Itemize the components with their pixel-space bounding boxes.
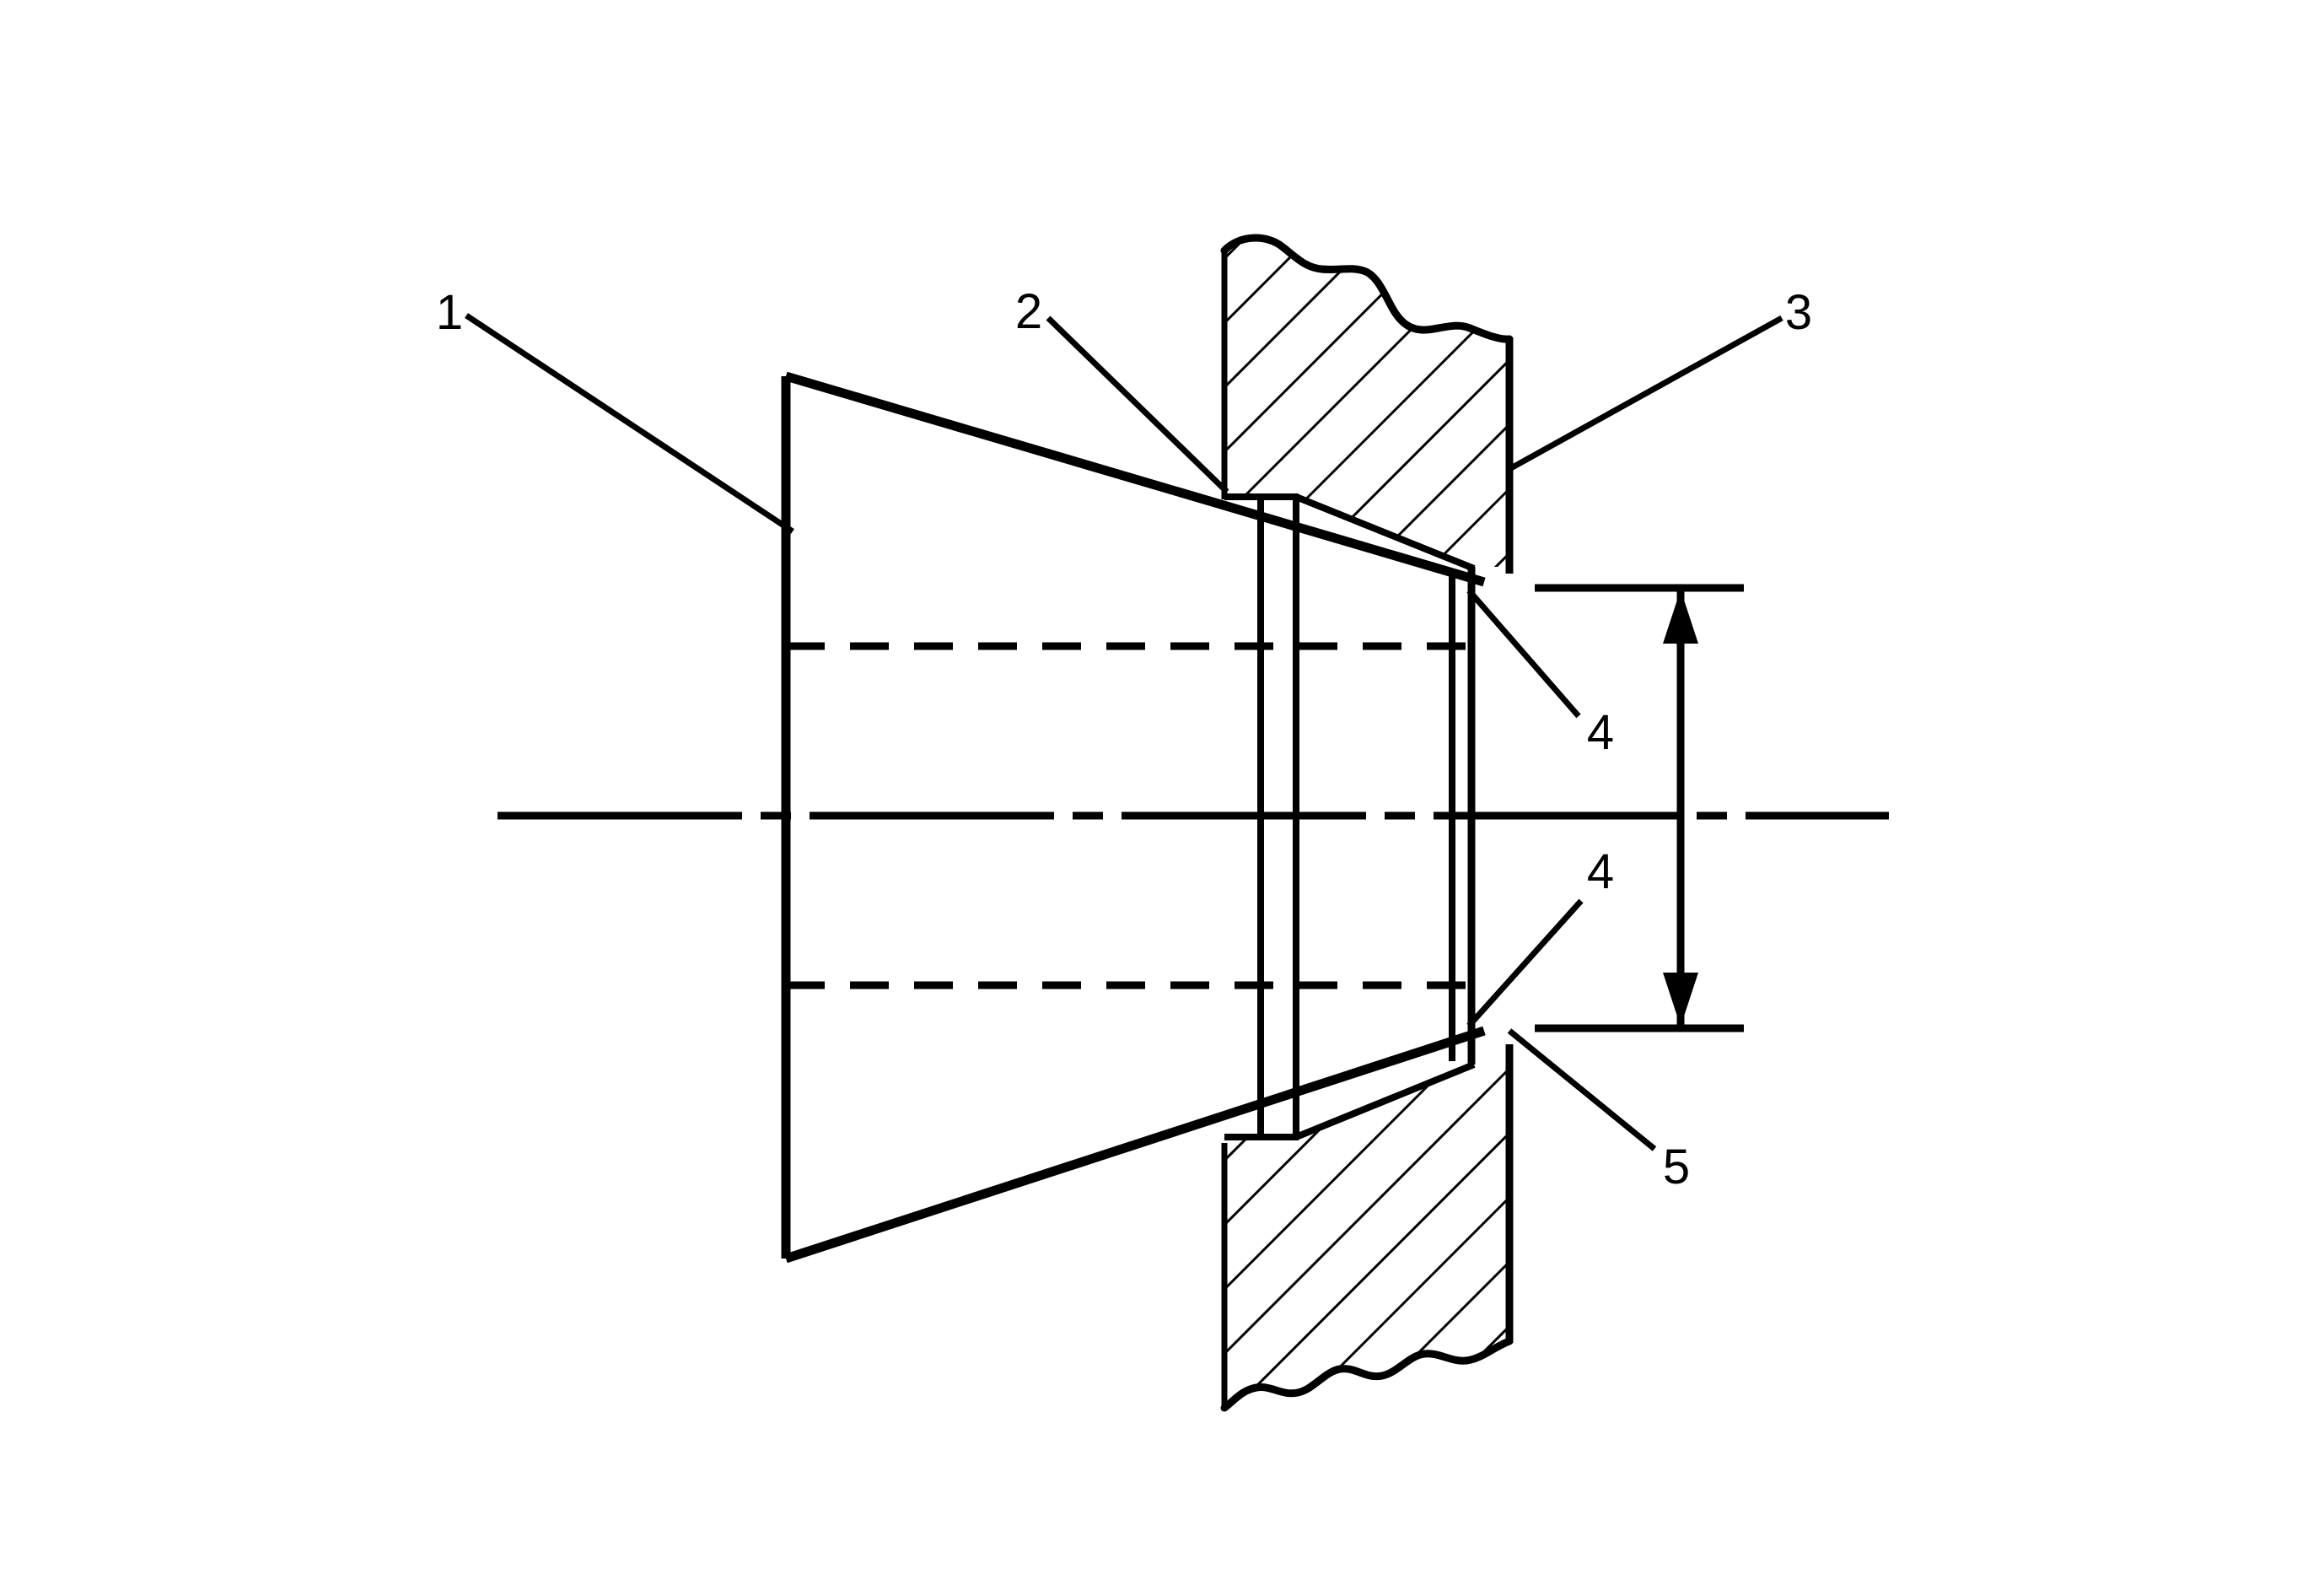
upper-break-line [1220, 234, 1514, 343]
lower-seat-face [1294, 1061, 1476, 1140]
callout-2-label: 2 [1015, 284, 1042, 339]
upper-seat-face [1294, 493, 1476, 572]
callout-1-label: 1 [436, 285, 463, 340]
callout-5-label: 5 [1663, 1140, 1690, 1194]
callout-3-label: 3 [1785, 285, 1812, 340]
callout-4-upper-label: 4 [1587, 705, 1614, 760]
callout-1-leader [465, 313, 794, 534]
lower-break-line [1220, 1337, 1514, 1412]
sectioned-housing-body [1220, 234, 1514, 1412]
callout-4-upper-leader [1466, 588, 1581, 719]
callout-labels: 1 2 3 4 4 5 [436, 284, 1812, 1194]
cone-lower-slant [784, 1026, 1486, 1264]
callout-5-leader [1507, 1028, 1657, 1151]
callout-2-leader [1046, 315, 1229, 494]
callout-leaders [465, 313, 1783, 1151]
callout-3-leader [1508, 315, 1783, 472]
lower-housing-hatch [1224, 1065, 1509, 1409]
dimension-arrowhead-up [1663, 590, 1698, 644]
dimension-arrowhead-down [1663, 973, 1698, 1027]
callout-4-lower-leader [1466, 898, 1584, 1028]
callout-4-lower-label: 4 [1587, 844, 1614, 899]
diameter-dimension [1535, 584, 1744, 1032]
cone-upper-slant [784, 371, 1486, 587]
